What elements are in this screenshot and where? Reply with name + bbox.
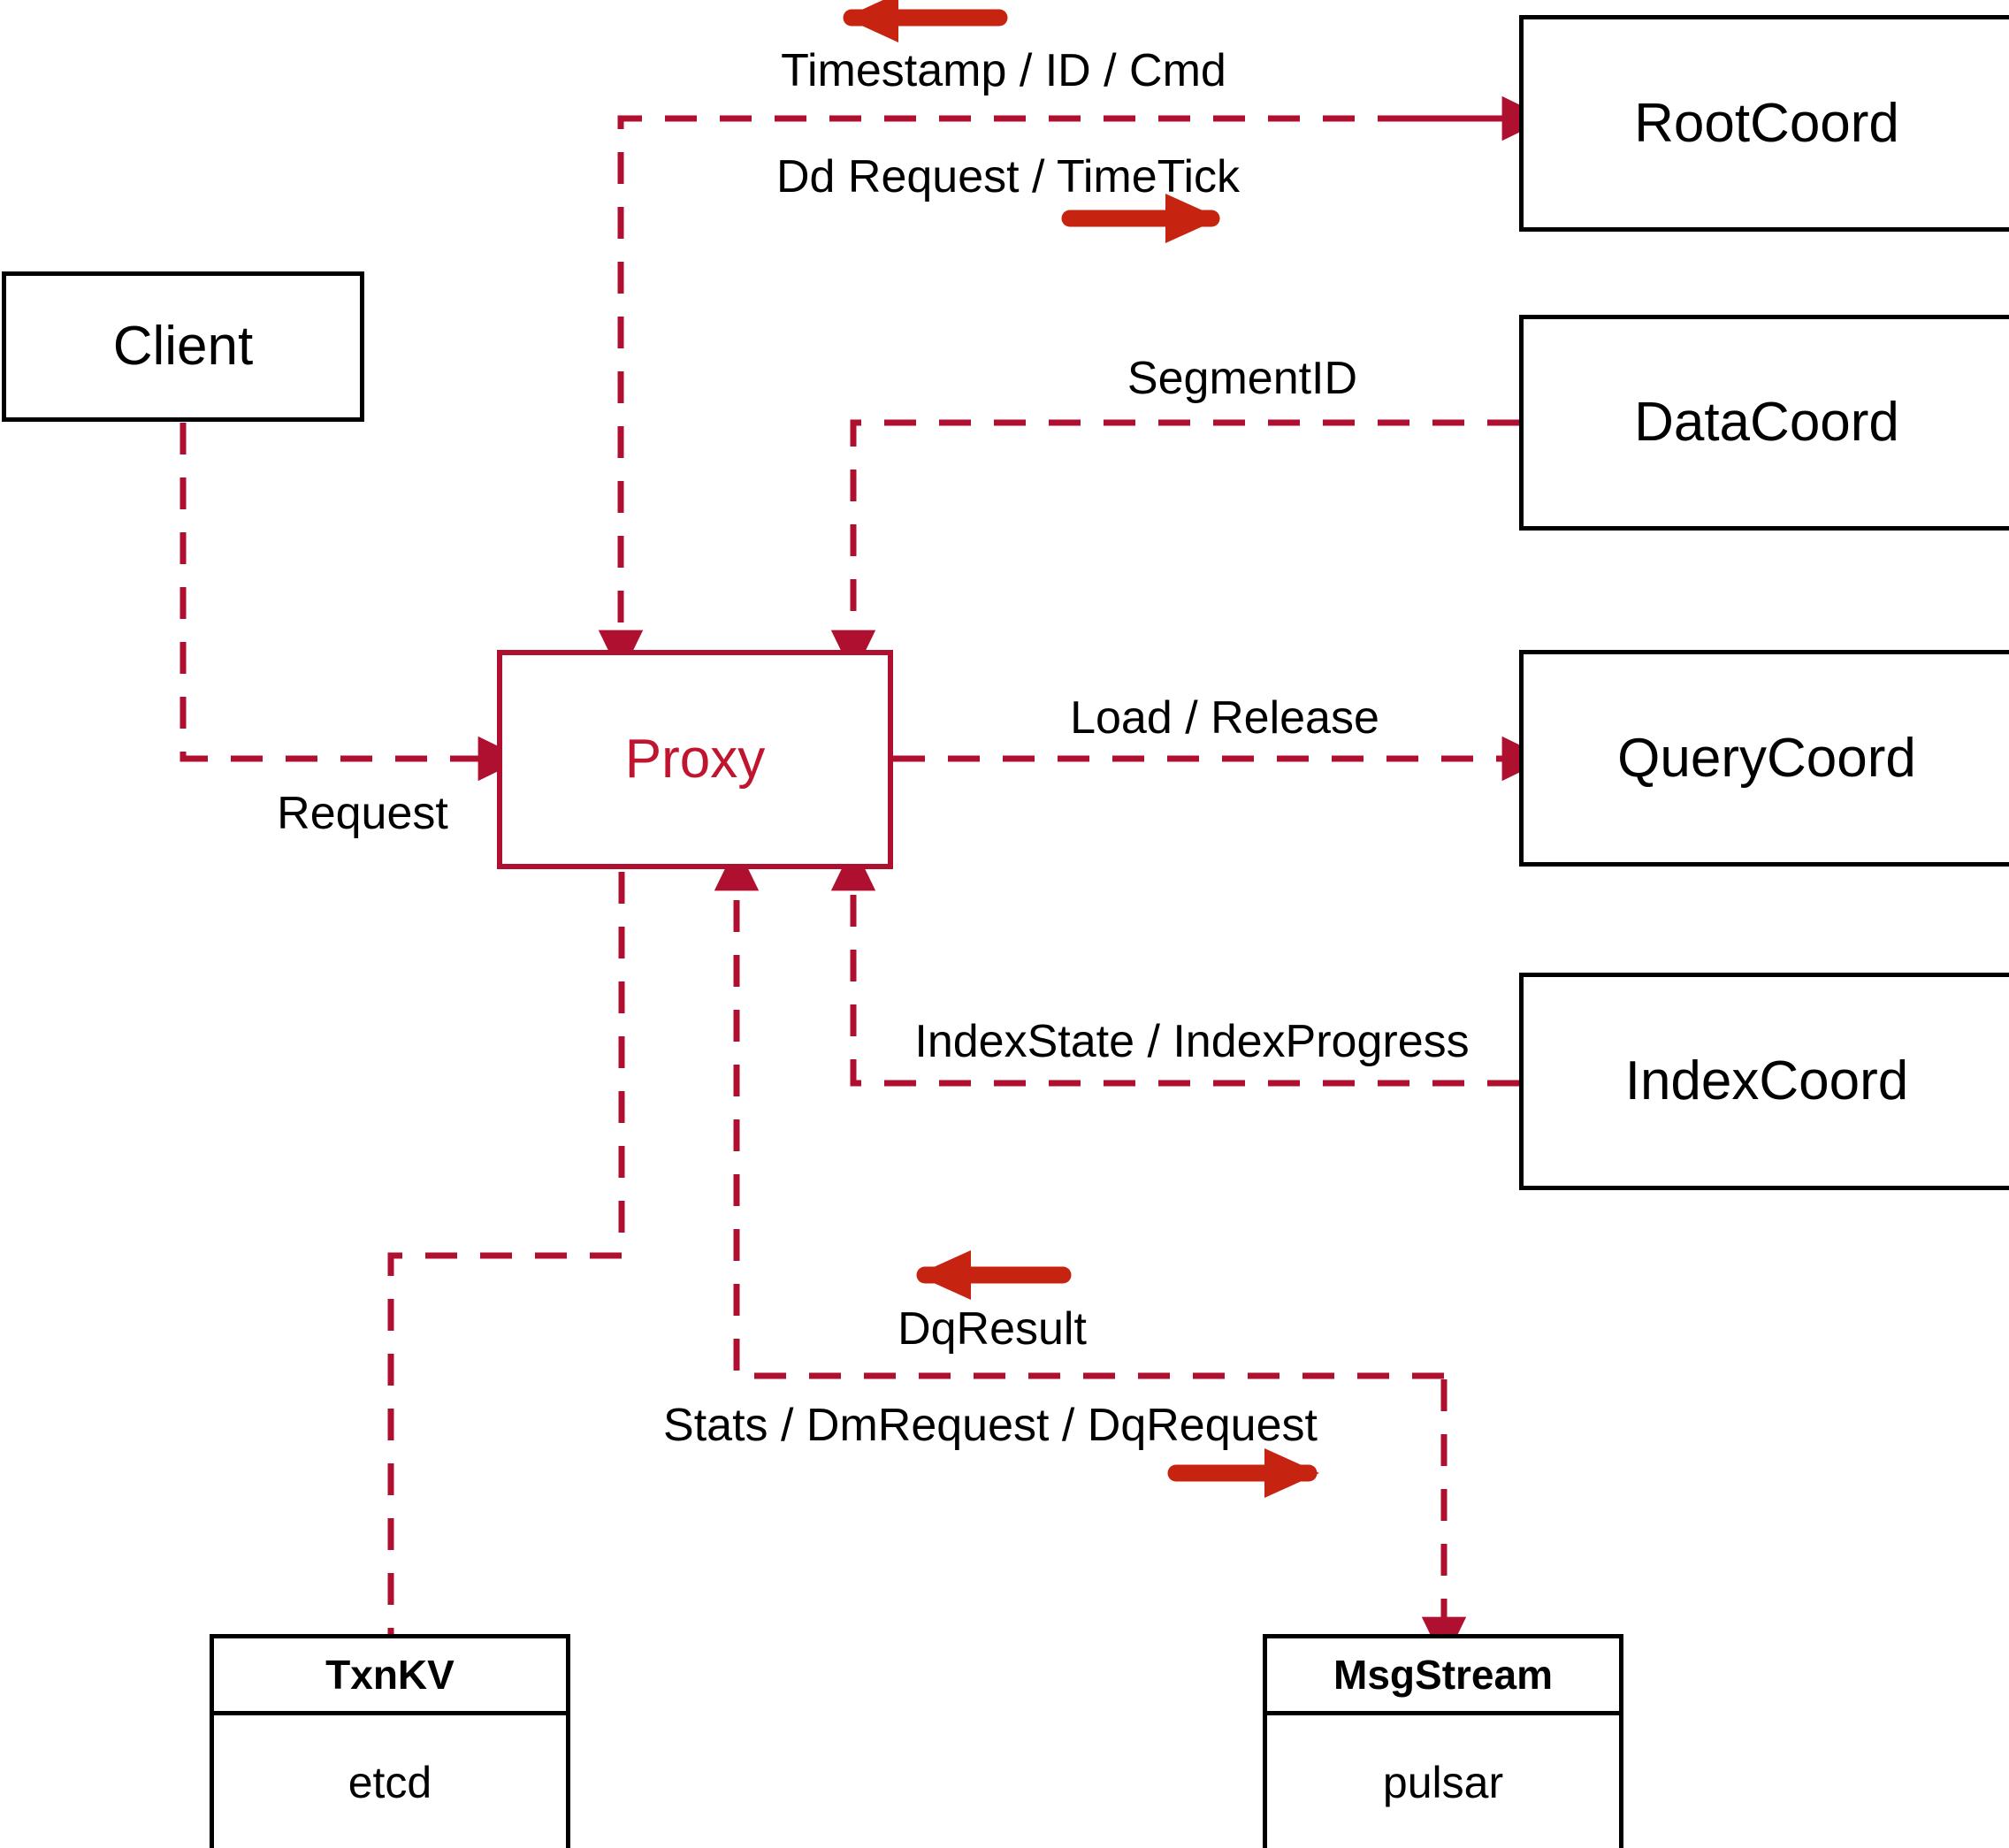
node-indexcoord[interactable]: IndexCoord bbox=[1519, 973, 2009, 1190]
node-txnkv-header: TxnKV bbox=[214, 1638, 566, 1715]
node-querycoord[interactable]: QueryCoord bbox=[1519, 650, 2009, 867]
node-client-label: Client bbox=[112, 316, 254, 377]
edge-label-dd-request-timetick: Dd Request / TimeTick bbox=[775, 151, 1241, 202]
edge-datacoord-to-proxy bbox=[830, 419, 1519, 676]
node-msgstream-body-label: pulsar bbox=[1382, 1757, 1504, 1807]
node-txnkv-header-label: TxnKV bbox=[325, 1652, 455, 1698]
edge-label-dqresult: DqResult bbox=[898, 1303, 1087, 1355]
arrow-dqresult-left-icon bbox=[916, 1250, 1072, 1300]
node-indexcoord-label: IndexCoord bbox=[1624, 1050, 1909, 1111]
edge-label-indexstate-indexprogress: IndexState / IndexProgress bbox=[914, 1016, 1470, 1067]
node-rootcoord[interactable]: RootCoord bbox=[1519, 15, 2009, 232]
edge-label-load-release: Load / Release bbox=[1070, 692, 1379, 744]
node-proxy-label: Proxy bbox=[624, 729, 766, 790]
node-msgstream-body: pulsar bbox=[1267, 1715, 1619, 1848]
node-txnkv-body-label: etcd bbox=[348, 1757, 432, 1807]
node-client[interactable]: Client bbox=[2, 271, 364, 422]
arrow-dqrequest-right-icon bbox=[1167, 1448, 1319, 1498]
edge-rootcoord-to-proxy bbox=[598, 115, 1519, 676]
edge-label-stats-dmrequest-dqrequest: Stats / DmRequest / DqRequest bbox=[663, 1400, 1318, 1451]
node-txnkv[interactable]: TxnKV etcd bbox=[210, 1634, 570, 1848]
node-txnkv-body: etcd bbox=[214, 1715, 566, 1848]
edge-indexcoord-to-proxy bbox=[830, 844, 1519, 1087]
edge-client-to-proxy bbox=[180, 423, 524, 782]
node-datacoord-label: DataCoord bbox=[1634, 392, 1899, 453]
node-msgstream-header: MsgStream bbox=[1267, 1638, 1619, 1715]
node-rootcoord-label: RootCoord bbox=[1634, 92, 1899, 154]
edge-label-timestamp-id-cmd: Timestamp / ID / Cmd bbox=[781, 45, 1226, 96]
arrow-ddrequest-right-icon bbox=[1061, 194, 1220, 243]
edge-msgstream-to-proxy bbox=[714, 844, 1444, 1379]
node-datacoord[interactable]: DataCoord bbox=[1519, 315, 2009, 531]
edge-label-segmentid: SegmentID bbox=[1127, 353, 1358, 404]
node-msgstream[interactable]: MsgStream pulsar bbox=[1263, 1634, 1623, 1848]
edge-proxy-to-txnkv bbox=[387, 872, 625, 1634]
node-querycoord-label: QueryCoord bbox=[1617, 727, 1916, 789]
node-msgstream-header-label: MsgStream bbox=[1333, 1652, 1553, 1698]
edge-label-request: Request bbox=[277, 788, 448, 839]
node-proxy[interactable]: Proxy bbox=[497, 650, 893, 869]
arrow-timestamp-left-icon bbox=[843, 0, 1008, 42]
